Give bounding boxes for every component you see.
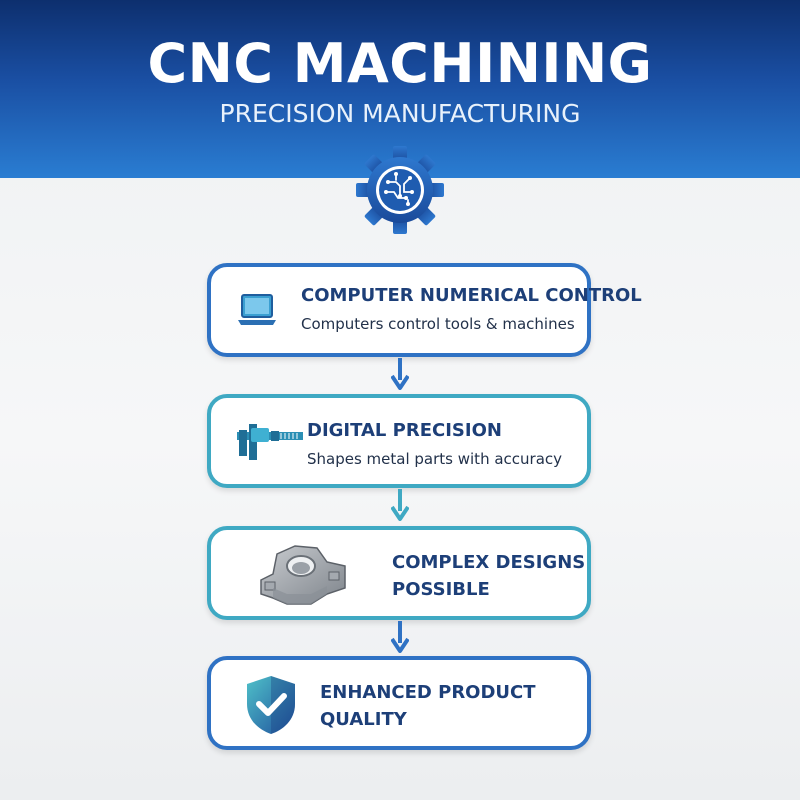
step-digital-precision: DIGITAL PRECISION Shapes metal parts wit… [207,394,591,488]
step-enhanced-product-quality: ENHANCED PRODUCT QUALITY [207,656,591,750]
step-description: Shapes metal parts with accuracy [307,450,563,468]
page-subtitle: PRECISION MANUFACTURING [219,99,581,128]
arrow-down-icon [391,489,409,521]
shield-check-icon [247,676,295,734]
page-title: CNC MACHINING [147,32,653,95]
step-title: ENHANCED PRODUCT [320,682,536,703]
step-computer-numerical-control: COMPUTER NUMERICAL CONTROL Computers con… [207,263,642,357]
machined-part-icon [260,545,346,605]
step-title: COMPUTER NUMERICAL CONTROL [301,285,642,306]
laptop-icon [238,294,276,325]
step-title-line2: POSSIBLE [392,579,490,600]
step-title-line2: QUALITY [320,709,407,730]
arrow-down-icon [391,621,409,653]
step-title: COMPLEX DESIGNS [392,552,586,573]
arrow-down-icon [391,358,409,390]
step-complex-designs: COMPLEX DESIGNS POSSIBLE [207,526,591,620]
step-description: Computers control tools & machines [301,315,575,333]
caliper-icon [237,424,303,460]
gear-circuit-icon [356,146,444,234]
step-title: DIGITAL PRECISION [307,420,502,441]
